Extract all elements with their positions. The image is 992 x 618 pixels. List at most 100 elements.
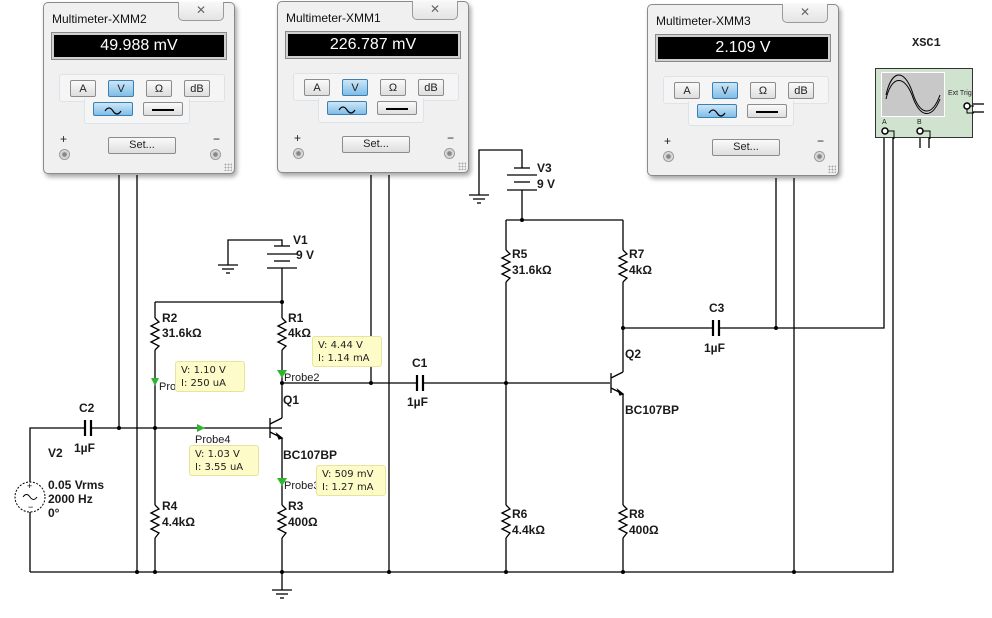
decibel-button[interactable]: dB (418, 79, 444, 96)
r1-name: R1 (288, 311, 304, 325)
oscilloscope-terminals (881, 102, 974, 139)
ground-icon (469, 194, 489, 204)
ext-trig-terminal-icon[interactable] (963, 102, 971, 110)
ac-mode-button[interactable] (697, 104, 737, 118)
sine-wave-icon (338, 106, 356, 114)
probe-marker-icon (277, 370, 287, 378)
multimeter-xmm1-window[interactable]: Multimeter-XMM1 ✕ 226.787 mV A V Ω dB + … (277, 1, 469, 173)
negative-terminal-icon[interactable] (814, 151, 825, 162)
probe-marker-icon (277, 478, 287, 486)
probe-marker-icon (151, 378, 159, 386)
probe4-readout: V: 1.03 V I: 3.55 uA (189, 445, 259, 476)
probe2-voltage: V: 4.44 V (318, 340, 363, 351)
dc-line-icon (152, 109, 174, 111)
negative-label: − (446, 131, 454, 145)
channel-a-terminal-icon[interactable] (881, 127, 889, 135)
resistor-r3-icon (276, 504, 288, 539)
ext-trig-label: Ext Trig (948, 90, 972, 97)
v2-name: V2 (48, 446, 63, 460)
negative-terminal-icon[interactable] (210, 149, 221, 160)
v2-amplitude: 0.05 Vrms (48, 478, 104, 492)
positive-terminal-icon[interactable] (59, 149, 70, 160)
ac-source-v2-icon[interactable]: + − (14, 481, 46, 513)
dc-mode-button[interactable] (377, 101, 417, 115)
r6-name: R6 (512, 507, 528, 521)
r3-value: 400Ω (288, 515, 318, 529)
dc-mode-button[interactable] (143, 102, 183, 116)
ohmmeter-button[interactable]: Ω (750, 82, 776, 99)
sine-wave-icon (708, 109, 726, 117)
probe4-label: Probe4 (195, 434, 230, 446)
negative-terminal-icon[interactable] (444, 148, 455, 159)
close-button[interactable]: ✕ (178, 2, 224, 21)
resize-grip-icon[interactable] (224, 163, 232, 171)
ground-icon (218, 264, 238, 274)
ac-mode-button[interactable] (93, 102, 133, 116)
v1-value: 9 V (296, 248, 314, 262)
resize-grip-icon[interactable] (458, 162, 466, 170)
probe4-voltage: V: 1.03 V (195, 449, 240, 460)
oscilloscope-xsc1[interactable]: Ext Trig A B (875, 68, 974, 139)
set-button[interactable]: Set... (712, 139, 780, 156)
channel-b-terminal-icon[interactable] (916, 127, 924, 135)
meter-display: 49.988 mV (51, 32, 227, 60)
probe3-label: Probe3 (284, 480, 319, 492)
close-button[interactable]: ✕ (782, 4, 828, 23)
multimeter-xmm3-window[interactable]: Multimeter-XMM3 ✕ 2.109 V A V Ω dB + − S… (647, 4, 839, 176)
decibel-button[interactable]: dB (184, 80, 210, 97)
capacitor-c3-icon (711, 320, 721, 336)
oscilloscope-name: XSC1 (912, 36, 941, 50)
ammeter-button[interactable]: A (70, 80, 96, 97)
r2-name: R2 (162, 311, 178, 325)
resistor-r4-icon (149, 504, 161, 539)
r2-value: 31.6kΩ (162, 326, 202, 340)
ammeter-button[interactable]: A (304, 79, 330, 96)
r3-name: R3 (288, 499, 304, 513)
c1-value: 1µF (407, 395, 428, 409)
set-button[interactable]: Set... (342, 136, 410, 153)
battery-v3-icon[interactable] (507, 167, 537, 191)
transistor-q2-icon[interactable] (610, 368, 625, 398)
ohmmeter-button[interactable]: Ω (380, 79, 406, 96)
positive-terminal-icon[interactable] (293, 148, 304, 159)
channel-b-label: B (917, 119, 922, 126)
mode-panel: A V Ω dB (663, 76, 829, 104)
r8-value: 400Ω (629, 523, 659, 537)
voltmeter-button[interactable]: V (342, 79, 368, 96)
probe3-current: I: 1.27 mA (322, 482, 374, 493)
voltmeter-button[interactable]: V (108, 80, 134, 97)
v2-frequency: 2000 Hz (48, 492, 93, 506)
voltmeter-button[interactable]: V (712, 82, 738, 99)
wave-panel (688, 101, 794, 126)
r7-value: 4kΩ (629, 263, 652, 277)
multimeter-xmm2-window[interactable]: Multimeter-XMM2 ✕ 49.988 mV A V Ω dB + −… (43, 2, 235, 174)
oscilloscope-screen (881, 72, 945, 117)
transistor-q1-icon[interactable] (269, 410, 284, 442)
ohmmeter-button[interactable]: Ω (146, 80, 172, 97)
decibel-button[interactable]: dB (788, 82, 814, 99)
close-button[interactable]: ✕ (412, 1, 458, 20)
probe2-readout: V: 4.44 V I: 1.14 mA (312, 336, 382, 367)
resistor-r7-icon (617, 249, 629, 283)
capacitor-c1-icon (415, 375, 425, 391)
ac-mode-button[interactable] (327, 101, 367, 115)
window-title: Multimeter-XMM1 (286, 11, 381, 25)
r4-value: 4.4kΩ (162, 515, 195, 529)
set-button[interactable]: Set... (108, 137, 176, 154)
positive-label: + (664, 134, 672, 148)
r8-name: R8 (629, 507, 645, 521)
probe2-current: I: 1.14 mA (318, 353, 370, 364)
ammeter-button[interactable]: A (674, 82, 700, 99)
wave-panel (318, 98, 424, 123)
positive-terminal-icon[interactable] (663, 151, 674, 162)
c2-name: C2 (79, 401, 95, 415)
dc-line-icon (756, 111, 778, 113)
resize-grip-icon[interactable] (828, 165, 836, 173)
q1-name: Q1 (283, 393, 299, 407)
dc-mode-button[interactable] (747, 104, 787, 118)
battery-v1-icon[interactable] (267, 245, 297, 269)
negative-label: − (816, 134, 824, 148)
meter-display: 226.787 mV (285, 31, 461, 59)
q2-model: BC107BP (625, 403, 679, 417)
